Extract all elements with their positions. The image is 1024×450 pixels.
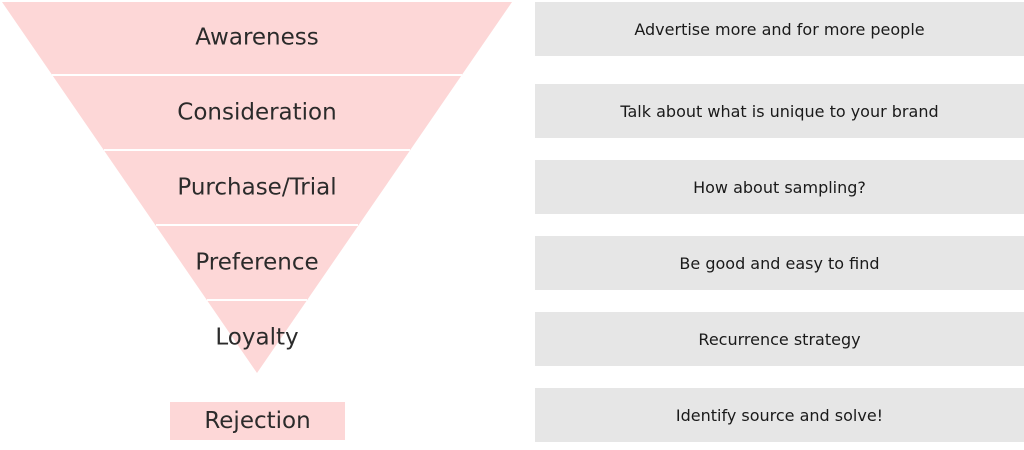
action-box-awareness: Advertise more and for more people xyxy=(535,2,1024,56)
funnel-shape xyxy=(2,2,512,373)
action-text-rejection: Identify source and solve! xyxy=(675,405,884,425)
action-text-loyalty: Recurrence strategy xyxy=(698,329,861,349)
action-text-purchase-trial: How about sampling? xyxy=(693,177,866,197)
funnel-stage-awareness: Awareness xyxy=(195,25,319,51)
action-text-consideration: Talk about what is unique to your brand xyxy=(620,101,939,121)
action-box-purchase-trial: How about sampling? xyxy=(535,160,1024,214)
funnel-stage-purchase-trial: Purchase/Trial xyxy=(177,175,336,201)
action-box-loyalty: Recurrence strategy xyxy=(535,312,1024,366)
action-box-rejection: Identify source and solve! xyxy=(535,388,1024,442)
action-box-preference: Be good and easy to find xyxy=(535,236,1024,290)
funnel-stage-preference: Preference xyxy=(195,250,318,276)
action-text-awareness: Advertise more and for more people xyxy=(634,19,925,39)
action-text-preference: Be good and easy to find xyxy=(679,253,880,273)
funnel-stage-loyalty: Loyalty xyxy=(215,325,298,351)
action-box-consideration: Talk about what is unique to your brand xyxy=(535,84,1024,138)
rejection-label: Rejection xyxy=(204,408,311,434)
funnel-stage-consideration: Consideration xyxy=(177,100,336,126)
rejection-box: Rejection xyxy=(170,402,345,440)
